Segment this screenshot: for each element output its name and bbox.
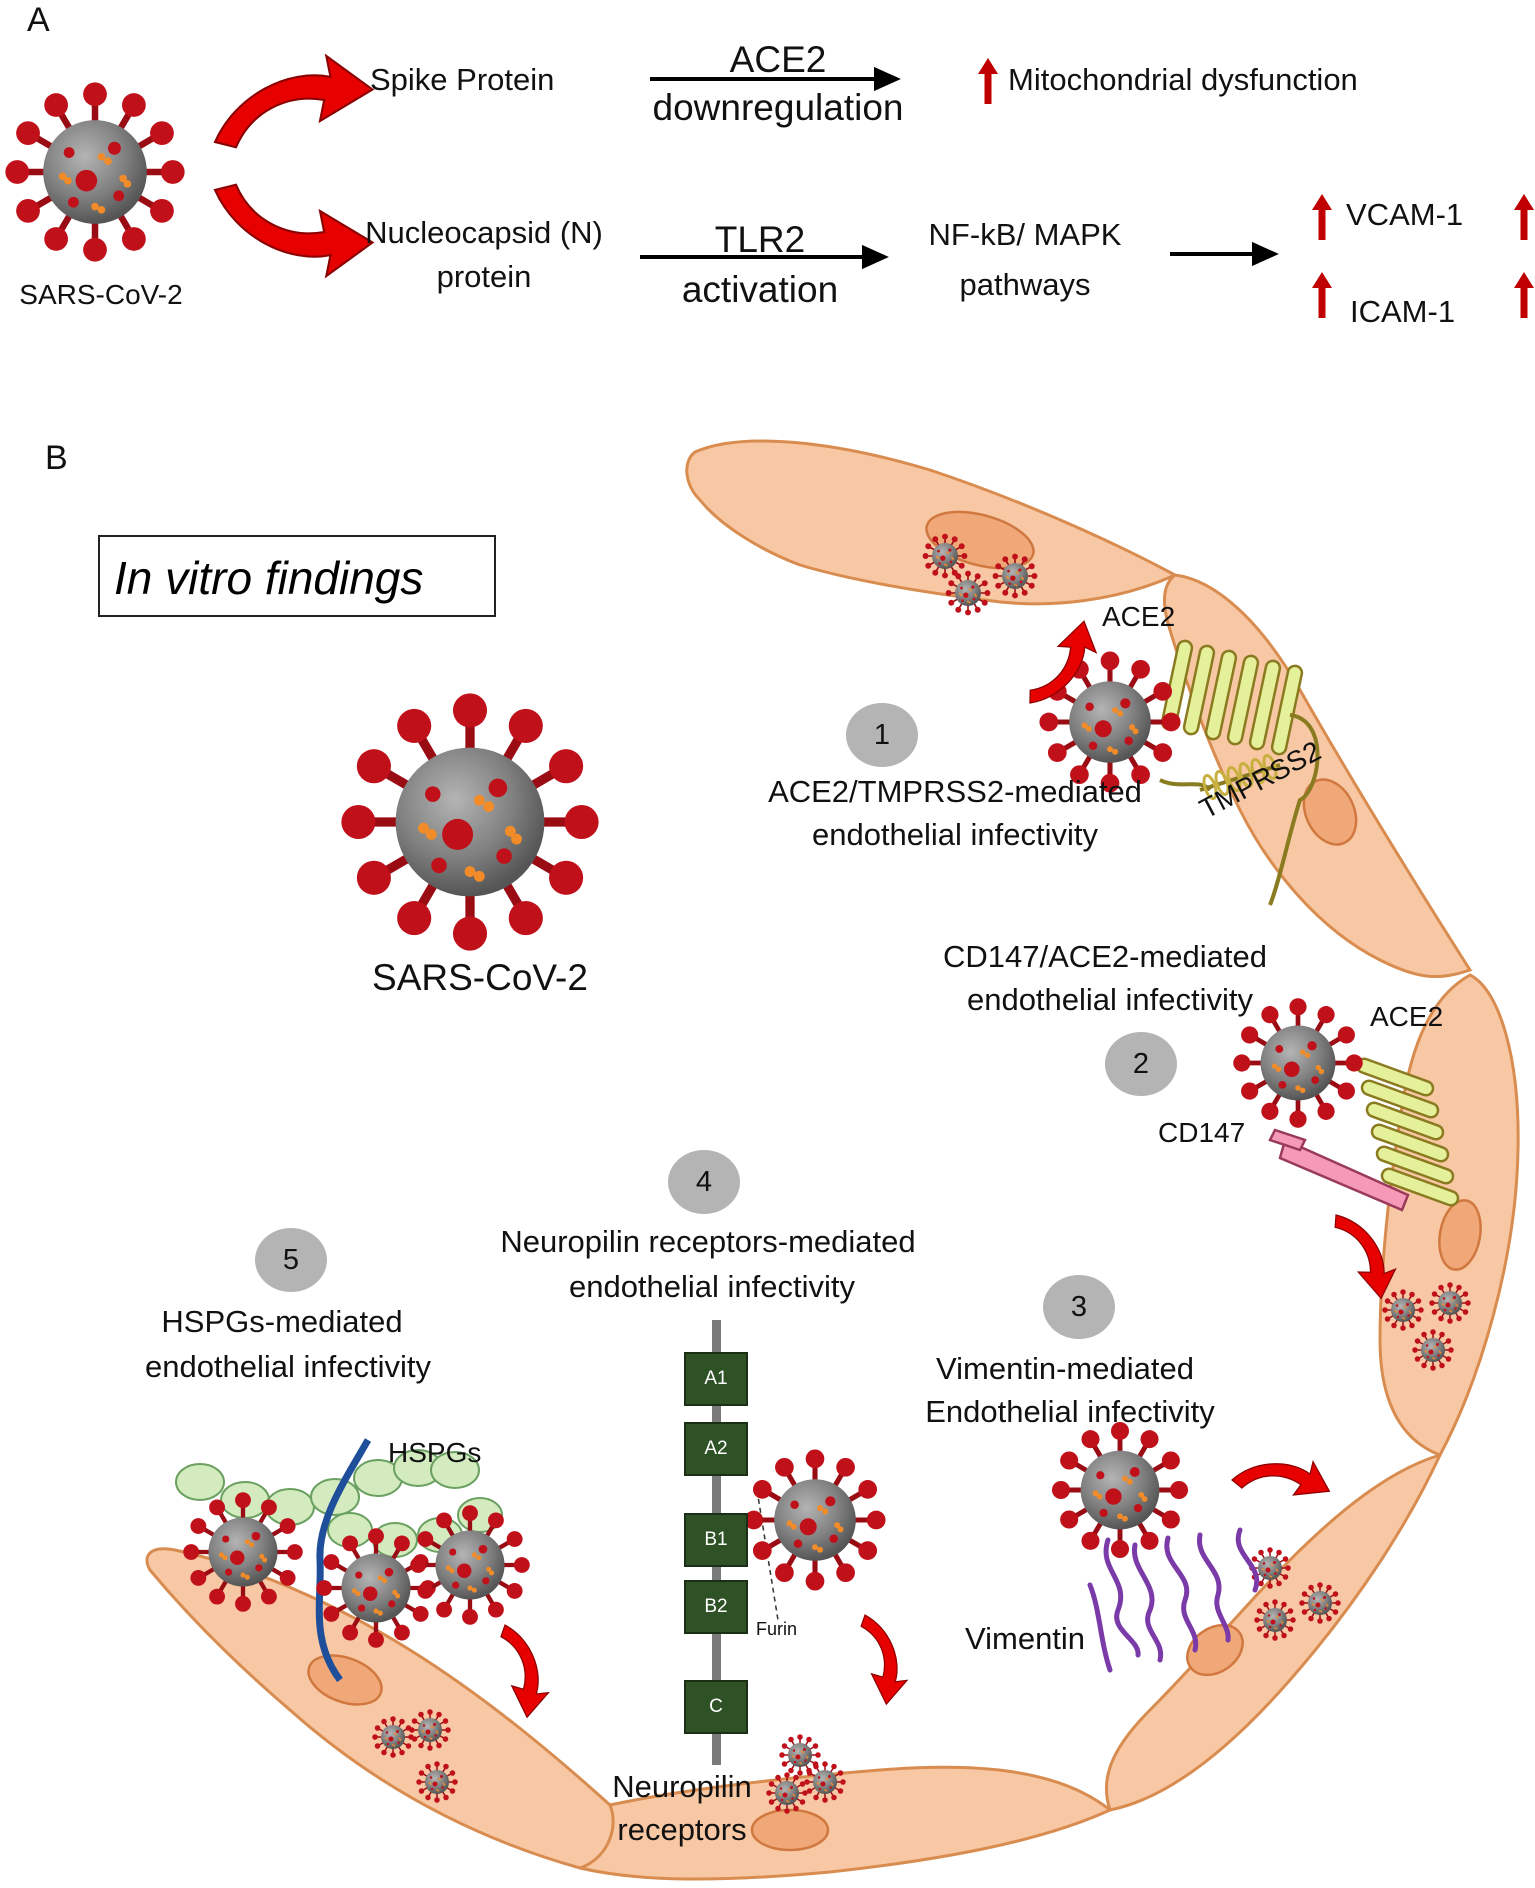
neuropilin-domain-a1: A1 — [684, 1352, 748, 1406]
mechanism-2-line2: endothelial infectivity — [966, 982, 1254, 1017]
vcam1-label: VCAM-1 — [1346, 197, 1464, 232]
nuclei — [307, 510, 1482, 1852]
hspgs-label: HSPGs — [388, 1437, 482, 1468]
flow-arrows — [640, 66, 1279, 270]
icam1-label: ICAM-1 — [1350, 294, 1456, 329]
in-vitro-findings-box: In vitro findings — [98, 535, 496, 617]
tlr2-arrow-label: TLR2 — [714, 219, 806, 260]
mechanism-1-line1: ACE2/TMPRSS2-mediated — [768, 774, 1142, 809]
neuropilin-domain-c: C — [684, 1680, 748, 1734]
curved-arrow-up — [213, 54, 374, 149]
cd147-receptor — [1268, 1128, 1410, 1212]
tmprss2-chain — [1268, 713, 1320, 906]
mechanism-3-line2: Endothelial infectivity — [925, 1394, 1215, 1429]
spike-protein-label: Spike Protein — [370, 62, 555, 97]
mechanism-5-badge: 5 — [255, 1228, 327, 1292]
mechanism-5-line1: HSPGs-mediated — [161, 1304, 403, 1339]
neuropilin-label-2: receptors — [617, 1812, 747, 1847]
curved-arrow-down — [213, 183, 374, 278]
panel-b-virus — [341, 693, 598, 950]
neuropilin-domain-b2: B2 — [684, 1580, 748, 1634]
nucleocapsid-label-1: Nucleocapsid (N) — [365, 215, 603, 250]
mitochondrial-dysfunction-label: Mitochondrial dysfunction — [1008, 62, 1358, 97]
virus-mech2 — [1233, 998, 1362, 1127]
nucleocapsid-label-2: protein — [436, 259, 532, 294]
hspg-chain — [315, 1438, 372, 1683]
tlr2-activation-label: activation — [681, 269, 839, 310]
mechanism-1-line2: endothelial infectivity — [811, 817, 1099, 852]
virus-mech4 — [744, 1449, 885, 1590]
ace2-receptor-top — [1160, 639, 1304, 756]
panel-a-letter: A — [27, 1, 50, 39]
nfkb-mapk-label: NF-kB/ MAPK — [928, 217, 1122, 252]
entry-arrow-4 — [853, 1614, 913, 1707]
ace2-top-label: ACE2 — [1102, 601, 1176, 632]
mechanism-3-badge: 3 — [1043, 1275, 1115, 1339]
vimentin-filaments — [1087, 1527, 1260, 1673]
mechanism-3-line1: Vimentin-mediated — [936, 1351, 1194, 1386]
neuropilin-domain-a2: A2 — [684, 1422, 748, 1476]
panel-b-virus-label: SARS-CoV-2 — [372, 957, 588, 998]
furin-label: Furin — [756, 1619, 798, 1639]
entry-arrow-5 — [493, 1624, 555, 1720]
panel-b-letter: B — [45, 439, 68, 477]
neuropilin-label-1: Neuropilin — [612, 1769, 752, 1804]
mechanism-4-badge: 4 — [668, 1150, 740, 1214]
ace2-downregulation-label: downregulation — [652, 87, 904, 128]
panel-a-virus — [5, 82, 184, 261]
neuropilin-domain-b1: B1 — [684, 1513, 748, 1567]
tmprss2-coil — [1159, 753, 1281, 801]
mechanism-2-line1: CD147/ACE2-mediated — [943, 939, 1267, 974]
mechanism-4-line1: Neuropilin receptors-mediated — [500, 1224, 916, 1259]
ace2-right-label: ACE2 — [1370, 1001, 1444, 1032]
ace2-receptor-right — [1355, 1057, 1460, 1207]
entry-arrow-3 — [1230, 1433, 1339, 1523]
mechanism-5-line2: endothelial infectivity — [144, 1349, 432, 1384]
mechanism-4-line2: endothelial infectivity — [568, 1269, 856, 1304]
mechanism-1-badge: 1 — [846, 703, 918, 767]
ace2-arrow-label: ACE2 — [729, 39, 827, 80]
panel-a-virus-label: SARS-CoV-2 — [19, 279, 183, 310]
mechanism-2-badge: 2 — [1105, 1032, 1177, 1096]
cd147-label: CD147 — [1158, 1117, 1246, 1148]
pathways-label: pathways — [959, 267, 1091, 302]
vimentin-label: Vimentin — [965, 1621, 1086, 1656]
